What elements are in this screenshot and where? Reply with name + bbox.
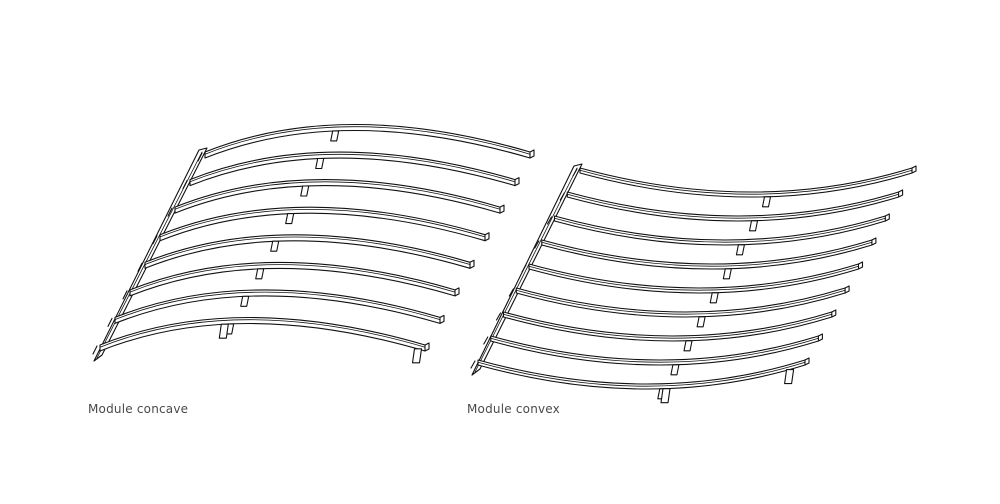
louver-slat	[534, 237, 877, 280]
concave-module-caption: Module concave	[88, 402, 189, 416]
louver-slat	[152, 206, 490, 245]
support-leg	[784, 369, 795, 385]
louver-slat	[521, 261, 864, 304]
convex-module-drawing	[470, 163, 917, 404]
louver-slat	[122, 261, 460, 300]
louver-slat	[483, 333, 823, 376]
concave-module-drawing	[92, 124, 535, 364]
louver-slat	[546, 213, 890, 256]
louver-slat	[167, 179, 505, 217]
support-leg	[411, 348, 423, 364]
louver-slat	[107, 289, 445, 327]
louver-slat	[559, 189, 904, 232]
louver-slat	[508, 285, 850, 328]
louver-slat	[197, 124, 535, 162]
louver-slat	[182, 151, 520, 190]
convex-module-caption: Module convex	[467, 402, 560, 416]
support-leg	[218, 323, 229, 339]
louver-slat	[92, 317, 430, 355]
louver-slat	[137, 234, 475, 272]
frame-rail	[471, 163, 583, 376]
louver-slat	[572, 165, 917, 208]
louver-slat	[495, 309, 837, 352]
support-leg	[660, 388, 671, 404]
